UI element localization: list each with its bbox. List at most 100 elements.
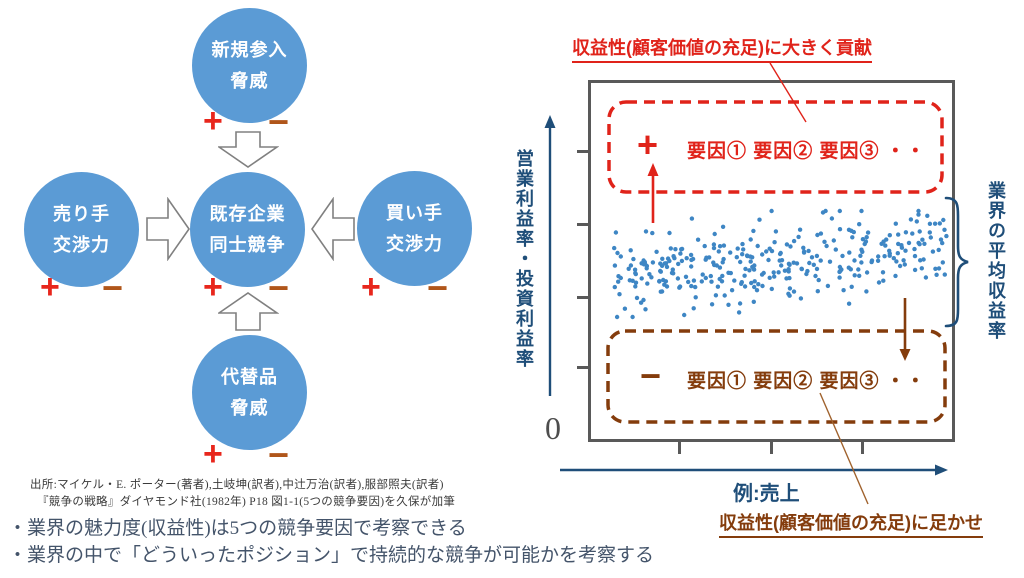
scatter-point <box>747 268 752 273</box>
scatter-point <box>641 262 647 267</box>
scatter-point <box>720 224 726 229</box>
negative-factors-dashed-box <box>606 329 947 424</box>
scatter-point <box>823 208 828 214</box>
plus-sign: + <box>203 268 223 306</box>
scatter-point <box>739 280 744 285</box>
scatter-point <box>711 260 716 265</box>
scatter-point <box>944 233 949 239</box>
origin-label: 0 <box>545 410 561 446</box>
scatter-point <box>787 262 792 267</box>
scatter-point <box>936 247 941 253</box>
x-axis-arrowhead-icon <box>935 464 948 476</box>
scatter-point <box>938 237 944 242</box>
scatter-point <box>682 312 687 318</box>
y-axis-arrowhead-icon <box>544 115 556 128</box>
scatter-point <box>787 293 792 298</box>
y-axis-tick <box>577 366 589 369</box>
scatter-point <box>921 257 926 262</box>
scatter-point <box>804 271 809 277</box>
block-arrow-down-shape <box>218 131 279 168</box>
scatter-point <box>814 253 820 259</box>
scatter-point <box>639 276 644 281</box>
scatter-point <box>801 249 807 254</box>
scatter-point <box>809 255 815 260</box>
scatter-point <box>743 266 748 272</box>
scatter-point <box>876 254 881 259</box>
scatter-point <box>896 232 901 237</box>
scatter-point <box>927 221 933 226</box>
scatter-point <box>709 302 715 307</box>
scatter-point <box>811 262 816 267</box>
scatter-point <box>679 258 685 264</box>
scatter-point <box>937 221 942 226</box>
scatter-point <box>737 301 743 306</box>
scatter-point <box>668 246 673 251</box>
scatter-point <box>659 289 665 294</box>
scatter-point <box>748 254 753 259</box>
scatter-point <box>932 221 938 226</box>
scatter-point <box>667 258 672 264</box>
scatter-point <box>773 229 779 234</box>
scatter-point <box>667 230 672 236</box>
circle-buyers: 買い手 交渉力 <box>357 171 472 286</box>
bullet-item: ・業界の中で「どういったポジション」で持続的な競争が可能かを考察する <box>8 544 655 566</box>
scatter-point <box>677 285 682 290</box>
scatter-point <box>691 306 696 311</box>
plot-frame <box>588 80 955 442</box>
scatter-point <box>675 276 681 281</box>
scatter-point <box>772 240 777 245</box>
negative-annotation-label: 収益性(顧客価値の充足)に足かせ <box>719 509 983 538</box>
circle-substitutes: 代替品 脅威 <box>192 335 307 450</box>
scatter-point <box>749 280 754 286</box>
scatter-point <box>851 229 856 235</box>
scatter-point <box>740 252 745 257</box>
scatter-point <box>721 243 727 248</box>
scatter-point <box>858 253 863 258</box>
scatter-point <box>676 261 681 267</box>
scatter-point <box>717 276 722 282</box>
scatter-point <box>750 264 755 270</box>
scatter-point <box>626 266 631 271</box>
scatter-point <box>806 248 811 254</box>
scatter-point <box>902 262 907 267</box>
scatter-point <box>860 237 866 242</box>
scatter-point <box>717 265 723 270</box>
scatter-point <box>612 263 618 268</box>
right-brace-icon <box>944 196 969 328</box>
scatter-point <box>801 245 806 250</box>
scatter-point <box>742 273 747 278</box>
x-axis-tick <box>770 441 773 454</box>
circle-suppliers: 売り手 交渉力 <box>24 172 139 287</box>
scatter-point <box>713 293 719 298</box>
y-axis-tick <box>577 223 589 226</box>
scatter-point <box>644 266 649 271</box>
scatter-point <box>794 261 800 266</box>
scatter-point <box>769 248 775 254</box>
scatter-point <box>618 275 623 281</box>
scatter-point <box>816 277 821 283</box>
scatter-point <box>818 231 824 236</box>
scatter-point <box>711 242 717 247</box>
y-axis-tick <box>577 296 589 299</box>
circle-label: 脅威 <box>230 70 269 91</box>
scatter-point <box>633 280 639 285</box>
scatter-point <box>662 261 667 266</box>
scatter-point <box>837 208 842 214</box>
scatter-point <box>772 274 777 279</box>
scatter-point <box>722 293 727 298</box>
plus-sign: + <box>203 435 223 473</box>
scatter-point <box>679 247 684 252</box>
minus-sign: − <box>268 434 290 475</box>
scatter-point <box>928 235 933 240</box>
scatter-point <box>755 243 760 249</box>
minus-sign: − <box>427 267 449 308</box>
circle-label: 脅威 <box>230 397 269 418</box>
scatter-point <box>918 258 923 263</box>
scatter-point <box>912 267 918 273</box>
scatter-point <box>738 259 743 265</box>
scatter-point <box>847 250 852 255</box>
scatter-point <box>936 266 942 271</box>
scatter-point <box>633 284 638 289</box>
scatter-point <box>859 260 864 265</box>
